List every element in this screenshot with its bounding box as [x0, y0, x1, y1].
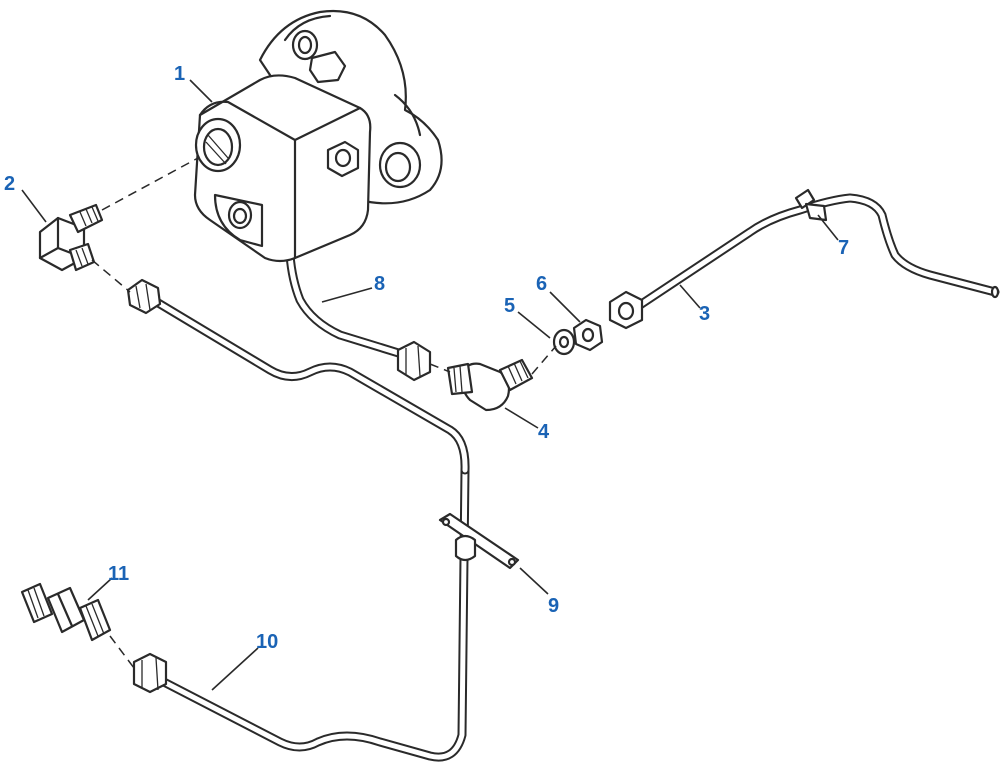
callout-11: 11	[108, 563, 129, 585]
callout-4: 4	[538, 421, 550, 443]
tube-3-nut	[608, 290, 644, 330]
clamp-bracket-part-9	[438, 512, 520, 570]
assembly-guide-lines	[91, 157, 557, 669]
union-fitting-part-11	[20, 582, 112, 642]
callout-5: 5	[504, 295, 515, 317]
callout-7: 7	[838, 237, 849, 259]
clip-part-7	[794, 188, 828, 222]
callout-9: 9	[548, 595, 559, 617]
tube-10	[155, 465, 470, 762]
nut-part-6	[572, 318, 604, 352]
leader-lines	[21, 79, 839, 691]
callout-6: 6	[536, 273, 547, 295]
elbow-connector-part-4	[446, 358, 534, 412]
callout-2: 2	[4, 173, 15, 195]
callout-3: 3	[699, 303, 710, 325]
tube-3	[635, 193, 1000, 310]
tube-8	[285, 250, 410, 360]
washer-part-5	[552, 328, 576, 356]
callouts: 1 2 3 4 5 6 7 8 9 10 11	[4, 63, 849, 653]
callout-10: 10	[256, 631, 278, 653]
tube-8-nut	[396, 340, 432, 382]
tube-nut-upper-left	[126, 278, 162, 315]
tube-upper-left	[145, 293, 470, 475]
callout-1: 1	[174, 63, 185, 85]
pump-housing-part-1	[193, 9, 443, 263]
tube-10-nut	[132, 652, 168, 694]
elbow-fitting-part-2	[38, 203, 104, 272]
callout-8: 8	[374, 273, 385, 295]
